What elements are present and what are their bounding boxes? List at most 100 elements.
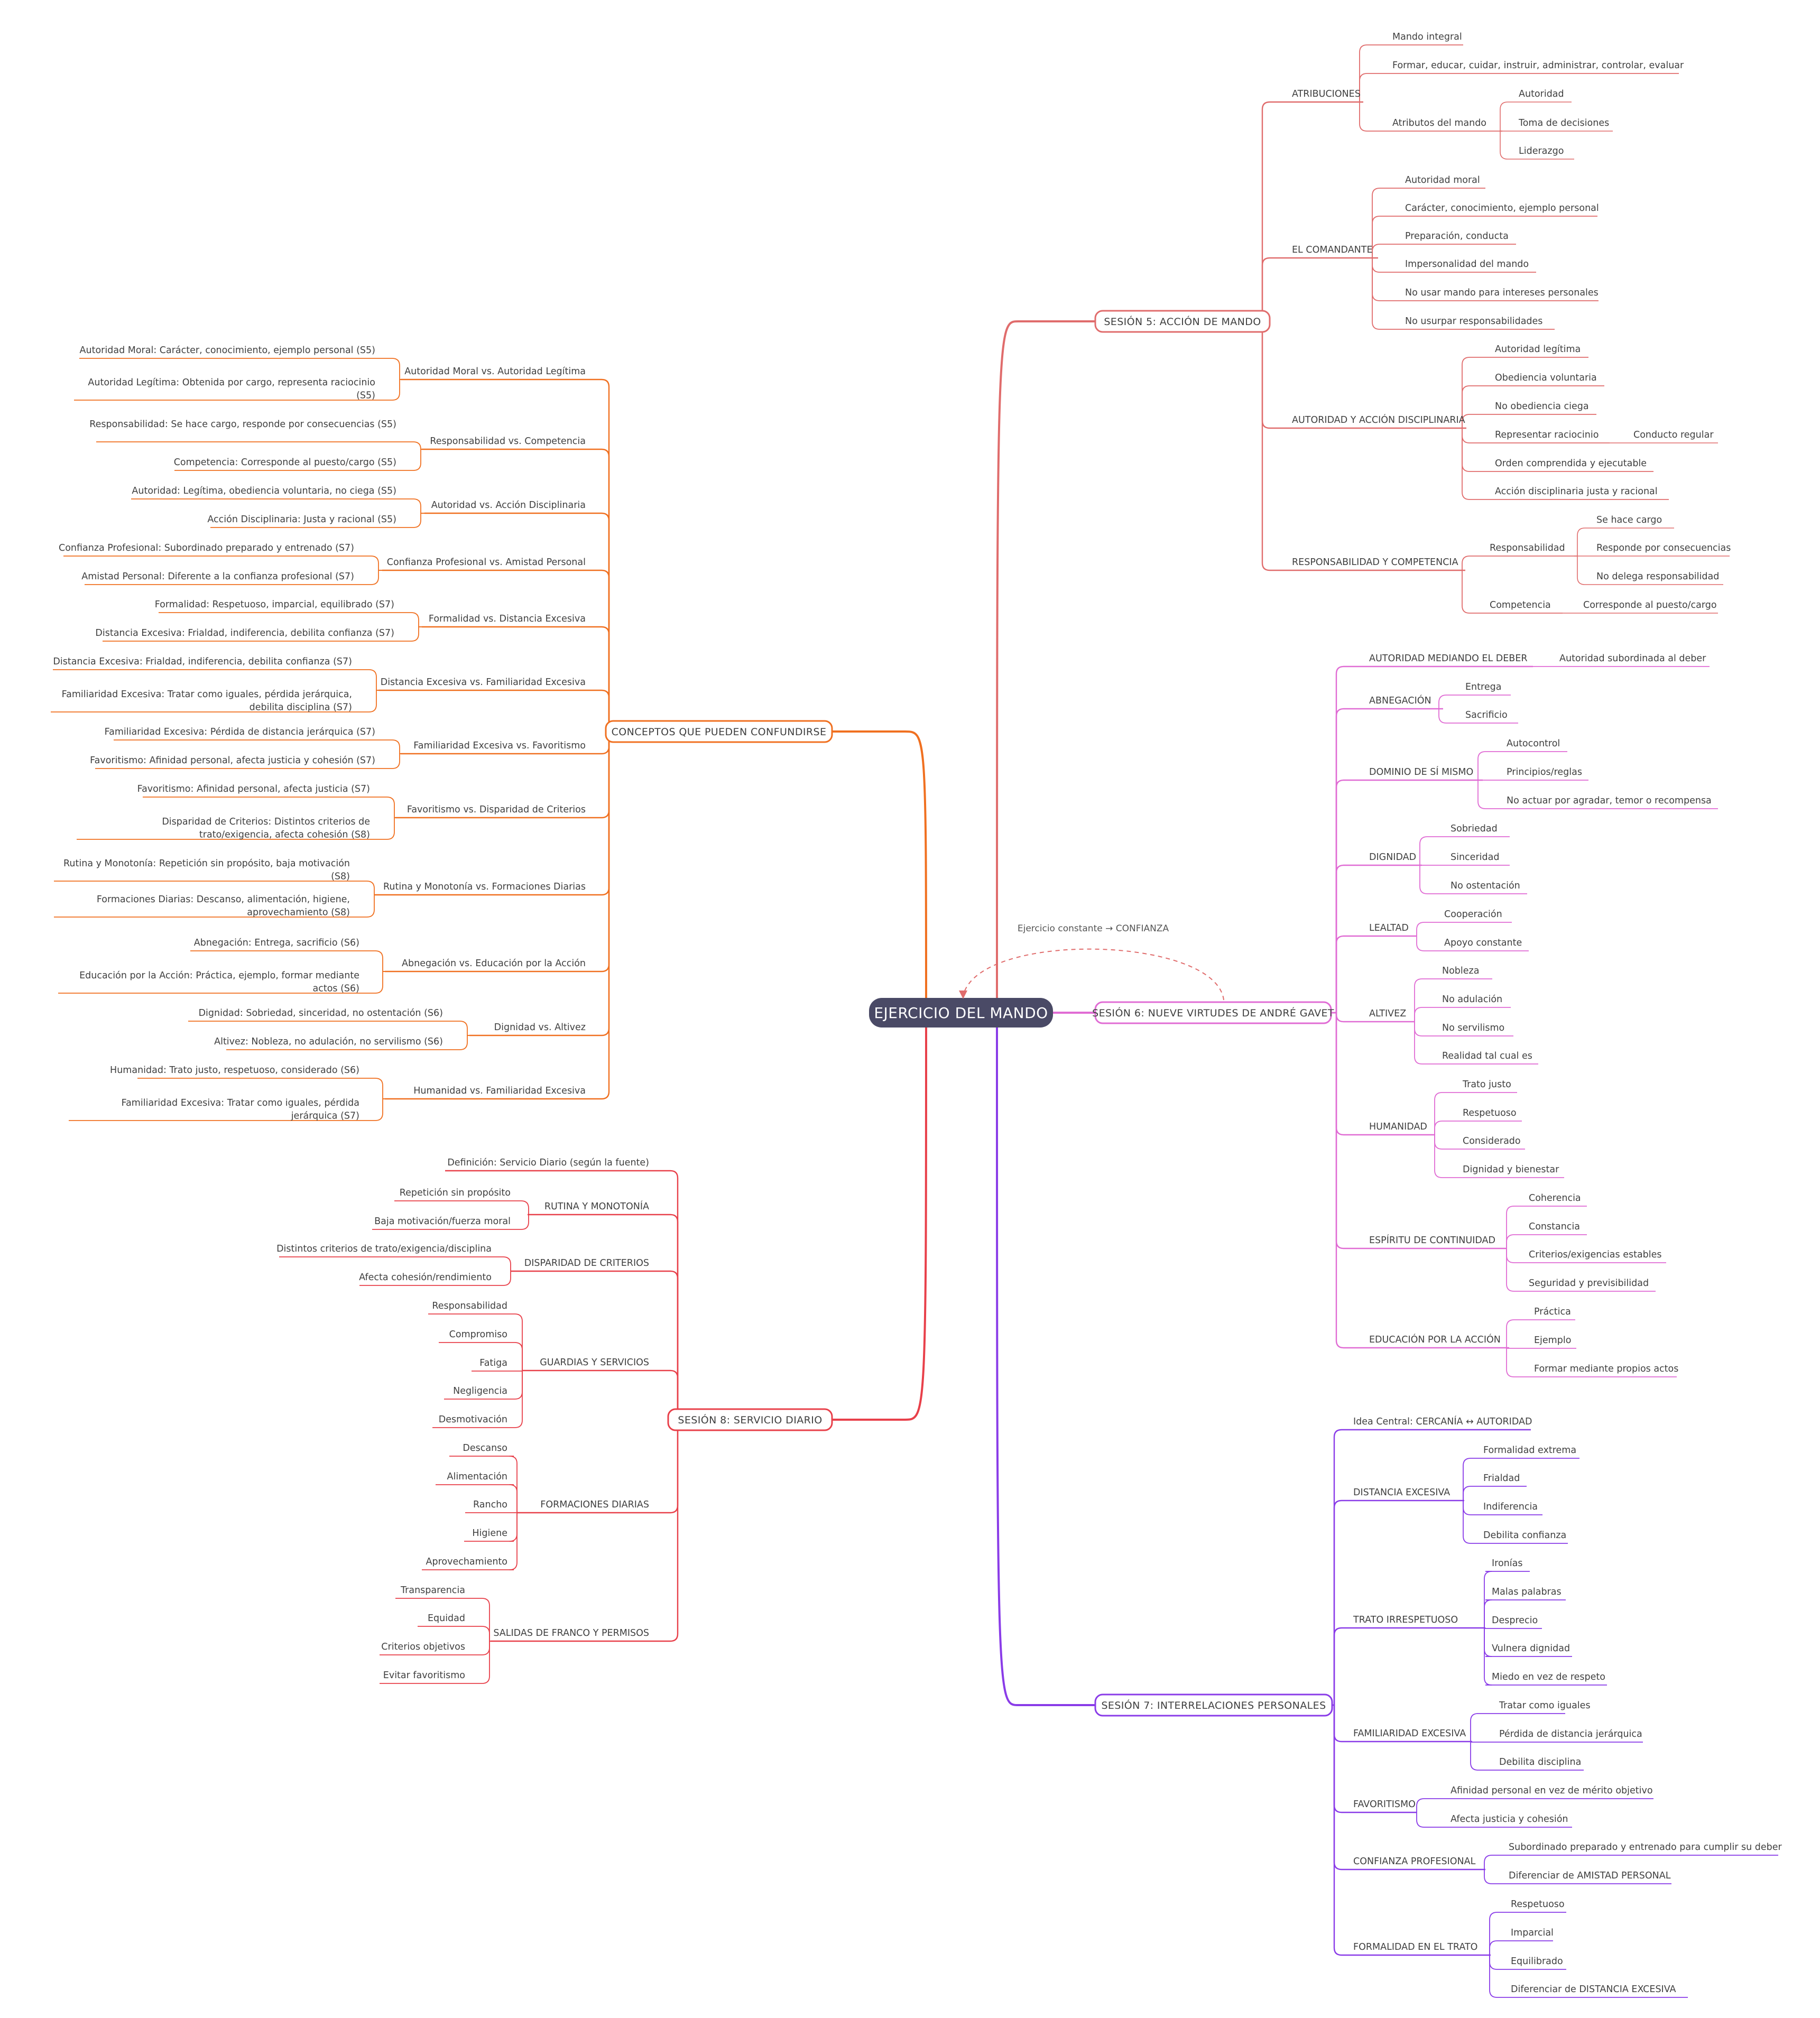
topic-autoridad-mediando-el-deber[interactable]: AUTORIDAD MEDIANDO EL DEBER bbox=[1369, 653, 1528, 664]
subtopic-afecta-cohesion-rendimiento[interactable]: Afecta cohesión/rendimiento bbox=[359, 1272, 492, 1283]
subtopic-autoridad-legitima[interactable]: Autoridad legítima bbox=[1495, 344, 1581, 355]
subtopic-distancia-excesiva-frialdad-indiferencia-debilit[interactable]: Distancia Excesiva: Frialdad, indiferenc… bbox=[95, 628, 394, 638]
topic-abnegacion-vs-educacion-por-la-accion[interactable]: Abnegación vs. Educación por la Acción bbox=[402, 958, 586, 969]
subtopic-baja-motivacion-fuerza-moral[interactable]: Baja motivación/fuerza moral bbox=[374, 1216, 511, 1227]
subtopic-practica[interactable]: Práctica bbox=[1534, 1307, 1571, 1317]
topic-dominio-de-si-mismo[interactable]: DOMINIO DE SÍ MISMO bbox=[1369, 766, 1473, 777]
topic-autoridad-moral-vs-autoridad-legitima[interactable]: Autoridad Moral vs. Autoridad Legítima bbox=[404, 366, 586, 377]
topic-distancia-excesiva[interactable]: DISTANCIA EXCESIVA bbox=[1353, 1487, 1450, 1498]
subtopic-debilita-disciplina[interactable]: Debilita disciplina bbox=[1499, 1757, 1581, 1767]
subtopic-familiaridad-excesiva-tratar-como-iguales-perdid[interactable]: Familiaridad Excesiva: Tratar como igual… bbox=[122, 1098, 359, 1122]
subtopic-fatiga[interactable]: Fatiga bbox=[479, 1358, 507, 1368]
subtopic-repeticion-sin-proposito[interactable]: Repetición sin propósito bbox=[400, 1188, 511, 1198]
subtopic-altivez-nobleza-no-adulacion-no-servilismo-s6[interactable]: Altivez: Nobleza, no adulación, no servi… bbox=[214, 1036, 443, 1047]
topic-autoridad-vs-accion-disciplinaria[interactable]: Autoridad vs. Acción Disciplinaria bbox=[431, 500, 586, 511]
subtopic-responsabilidad[interactable]: Responsabilidad bbox=[432, 1301, 507, 1311]
subtopic-alimentacion[interactable]: Alimentación bbox=[447, 1471, 507, 1482]
subtopic-negligencia[interactable]: Negligencia bbox=[453, 1386, 507, 1396]
subtopic-evitar-favoritismo[interactable]: Evitar favoritismo bbox=[383, 1670, 465, 1681]
subtopic-dignidad-sobriedad-sinceridad-no-ostentacion-s6[interactable]: Dignidad: Sobriedad, sinceridad, no oste… bbox=[199, 1008, 443, 1019]
subtopic-equidad[interactable]: Equidad bbox=[428, 1613, 465, 1624]
topic-responsabilidad-y-competencia[interactable]: RESPONSABILIDAD Y COMPETENCIA bbox=[1292, 557, 1458, 568]
leaf-corresponde-al-puesto-cargo[interactable]: Corresponde al puesto/cargo bbox=[1583, 600, 1717, 610]
leaf-liderazgo[interactable]: Liderazgo bbox=[1519, 146, 1564, 156]
subtopic-ejemplo[interactable]: Ejemplo bbox=[1534, 1335, 1571, 1346]
subtopic-desprecio[interactable]: Desprecio bbox=[1492, 1615, 1538, 1626]
subtopic-formalidad-extrema[interactable]: Formalidad extrema bbox=[1483, 1445, 1576, 1456]
topic-espiritu-de-continuidad[interactable]: ESPÍRITU DE CONTINUIDAD bbox=[1369, 1234, 1495, 1246]
subtopic-entrega[interactable]: Entrega bbox=[1465, 682, 1501, 692]
topic-confianza-profesional[interactable]: CONFIANZA PROFESIONAL bbox=[1353, 1856, 1476, 1867]
subtopic-trato-justo[interactable]: Trato justo bbox=[1462, 1079, 1511, 1090]
subtopic-no-usurpar-responsabilidades[interactable]: No usurpar responsabilidades bbox=[1405, 316, 1542, 327]
subtopic-equilibrado[interactable]: Equilibrado bbox=[1511, 1956, 1563, 1967]
subtopic-accion-disciplinaria-justa-y-racional-s5[interactable]: Acción Disciplinaria: Justa y racional (… bbox=[207, 514, 396, 525]
subtopic-aprovechamiento[interactable]: Aprovechamiento bbox=[426, 1557, 508, 1567]
topic-altivez[interactable]: ALTIVEZ bbox=[1369, 1008, 1406, 1019]
branch-s7[interactable]: SESIÓN 7: INTERRELACIONES PERSONALES bbox=[1094, 1693, 1333, 1717]
subtopic-favoritismo-afinidad-personal-afecta-justicia-s7[interactable]: Favoritismo: Afinidad personal, afecta j… bbox=[137, 784, 370, 794]
topic-trato-irrespetuoso[interactable]: TRATO IRRESPETUOSO bbox=[1353, 1615, 1458, 1625]
subtopic-subordinado-preparado-y-entrenado-para-cumplir-s[interactable]: Subordinado preparado y entrenado para c… bbox=[1509, 1842, 1782, 1853]
subtopic-malas-palabras[interactable]: Malas palabras bbox=[1492, 1587, 1562, 1597]
subtopic-apoyo-constante[interactable]: Apoyo constante bbox=[1444, 938, 1522, 948]
subtopic-criterios-objetivos[interactable]: Criterios objetivos bbox=[381, 1642, 465, 1652]
subtopic-transparencia[interactable]: Transparencia bbox=[400, 1585, 465, 1596]
subtopic-orden-comprendida-y-ejecutable[interactable]: Orden comprendida y ejecutable bbox=[1495, 458, 1647, 469]
branch-s8[interactable]: SESIÓN 8: SERVICIO DIARIO bbox=[667, 1408, 833, 1431]
subtopic-familiaridad-excesiva-perdida-de-distancia-jerar[interactable]: Familiaridad Excesiva: Pérdida de distan… bbox=[105, 727, 375, 737]
subtopic-humanidad-trato-justo-respetuoso-considerado-s6[interactable]: Humanidad: Trato justo, respetuoso, cons… bbox=[110, 1065, 359, 1076]
subtopic-diferenciar-de-distancia-excesiva[interactable]: Diferenciar de DISTANCIA EXCESIVA bbox=[1511, 1984, 1676, 1995]
subtopic-no-usar-mando-para-intereses-personales[interactable]: No usar mando para intereses personales bbox=[1405, 288, 1599, 298]
topic-familiaridad-excesiva[interactable]: FAMILIARIDAD EXCESIVA bbox=[1353, 1728, 1466, 1739]
topic-lealtad[interactable]: LEALTAD bbox=[1369, 923, 1409, 933]
topic-idea-central-cercania-autoridad[interactable]: Idea Central: CERCANÍA ↔ AUTORIDAD bbox=[1353, 1415, 1532, 1427]
subtopic-responsabilidad[interactable]: Responsabilidad bbox=[1490, 543, 1565, 553]
leaf-no-delega-responsabilidad[interactable]: No delega responsabilidad bbox=[1596, 571, 1719, 582]
subtopic-autoridad-moral[interactable]: Autoridad moral bbox=[1405, 175, 1480, 186]
subtopic-ironias[interactable]: Ironías bbox=[1492, 1558, 1522, 1569]
subtopic-tratar-como-iguales[interactable]: Tratar como iguales bbox=[1499, 1700, 1591, 1711]
topic-guardias-y-servicios[interactable]: GUARDIAS Y SERVICIOS bbox=[540, 1357, 649, 1368]
topic-formalidad-vs-distancia-excesiva[interactable]: Formalidad vs. Distancia Excesiva bbox=[429, 614, 586, 624]
topic-autoridad-y-accion-disciplinaria[interactable]: AUTORIDAD Y ACCIÓN DISCIPLINARIA bbox=[1292, 414, 1465, 425]
subtopic-amistad-personal-diferente-a-la-confianza-profes[interactable]: Amistad Personal: Diferente a la confian… bbox=[81, 571, 354, 582]
subtopic-rancho[interactable]: Rancho bbox=[473, 1499, 507, 1510]
topic-el-comandante[interactable]: EL COMANDANTE bbox=[1292, 245, 1373, 255]
subtopic-imparcial[interactable]: Imparcial bbox=[1511, 1928, 1554, 1938]
subtopic-no-actuar-por-agradar-temor-o-recompensa[interactable]: No actuar por agradar, temor o recompens… bbox=[1507, 795, 1712, 806]
topic-atribuciones[interactable]: ATRIBUCIONES bbox=[1292, 89, 1361, 99]
subtopic-criterios-exigencias-estables[interactable]: Criterios/exigencias estables bbox=[1529, 1249, 1662, 1260]
subtopic-nobleza[interactable]: Nobleza bbox=[1442, 966, 1479, 976]
topic-dignidad-vs-altivez[interactable]: Dignidad vs. Altivez bbox=[494, 1022, 586, 1033]
subtopic-educacion-por-la-accion-practica-ejemplo-formar-[interactable]: Educación por la Acción: Práctica, ejemp… bbox=[79, 970, 359, 994]
subtopic-distintos-criterios-de-trato-exigencia-disciplin[interactable]: Distintos criterios de trato/exigencia/d… bbox=[276, 1244, 492, 1254]
subtopic-debilita-confianza[interactable]: Debilita confianza bbox=[1483, 1530, 1566, 1541]
subtopic-respetuoso[interactable]: Respetuoso bbox=[1463, 1108, 1517, 1118]
subtopic-compromiso[interactable]: Compromiso bbox=[449, 1329, 507, 1340]
topic-formaciones-diarias[interactable]: FORMACIONES DIARIAS bbox=[540, 1499, 649, 1510]
leaf-toma-de-decisiones[interactable]: Toma de decisiones bbox=[1518, 118, 1609, 128]
subtopic-no-obediencia-ciega[interactable]: No obediencia ciega bbox=[1495, 401, 1589, 412]
topic-confianza-profesional-vs-amistad-personal[interactable]: Confianza Profesional vs. Amistad Person… bbox=[387, 557, 586, 568]
subtopic-accion-disciplinaria-justa-y-racional[interactable]: Acción disciplinaria justa y racional bbox=[1495, 486, 1658, 497]
topic-rutina-y-monotonia-vs-formaciones-diarias[interactable]: Rutina y Monotonía vs. Formaciones Diari… bbox=[383, 882, 586, 892]
subtopic-descanso[interactable]: Descanso bbox=[463, 1443, 507, 1454]
subtopic-representar-raciocinio[interactable]: Representar raciocinio bbox=[1495, 430, 1599, 440]
branch-conceptos[interactable]: CONCEPTOS QUE PUEDEN CONFUNDIRSE bbox=[605, 720, 833, 743]
subtopic-diferenciar-de-amistad-personal[interactable]: Diferenciar de AMISTAD PERSONAL bbox=[1509, 1871, 1671, 1881]
subtopic-sobriedad[interactable]: Sobriedad bbox=[1451, 823, 1498, 834]
subtopic-afecta-justicia-y-cohesion[interactable]: Afecta justicia y cohesión bbox=[1451, 1814, 1568, 1825]
subtopic-favoritismo-afinidad-personal-afecta-justicia-y-[interactable]: Favoritismo: Afinidad personal, afecta j… bbox=[90, 755, 375, 766]
topic-definicion-servicio-diario-segun-la-fuente[interactable]: Definición: Servicio Diario (según la fu… bbox=[447, 1158, 649, 1168]
subtopic-distancia-excesiva-frialdad-indiferencia-debilit[interactable]: Distancia Excesiva: Frialdad, indiferenc… bbox=[53, 656, 352, 667]
topic-rutina-y-monotonia[interactable]: RUTINA Y MONOTONÍA bbox=[544, 1200, 649, 1212]
subtopic-no-ostentacion[interactable]: No ostentación bbox=[1451, 881, 1520, 891]
subtopic-formar-educar-cuidar-instruir-administrar-contro[interactable]: Formar, educar, cuidar, instruir, admini… bbox=[1392, 60, 1684, 71]
subtopic-principios-reglas[interactable]: Principios/reglas bbox=[1507, 767, 1582, 777]
leaf-conducto-regular[interactable]: Conducto regular bbox=[1633, 430, 1714, 440]
topic-salidas-de-franco-y-permisos[interactable]: SALIDAS DE FRANCO Y PERMISOS bbox=[493, 1628, 649, 1639]
topic-disparidad-de-criterios[interactable]: DISPARIDAD DE CRITERIOS bbox=[524, 1258, 649, 1269]
topic-favoritismo-vs-disparidad-de-criterios[interactable]: Favoritismo vs. Disparidad de Criterios bbox=[407, 804, 586, 815]
subtopic-sinceridad[interactable]: Sinceridad bbox=[1451, 852, 1499, 863]
